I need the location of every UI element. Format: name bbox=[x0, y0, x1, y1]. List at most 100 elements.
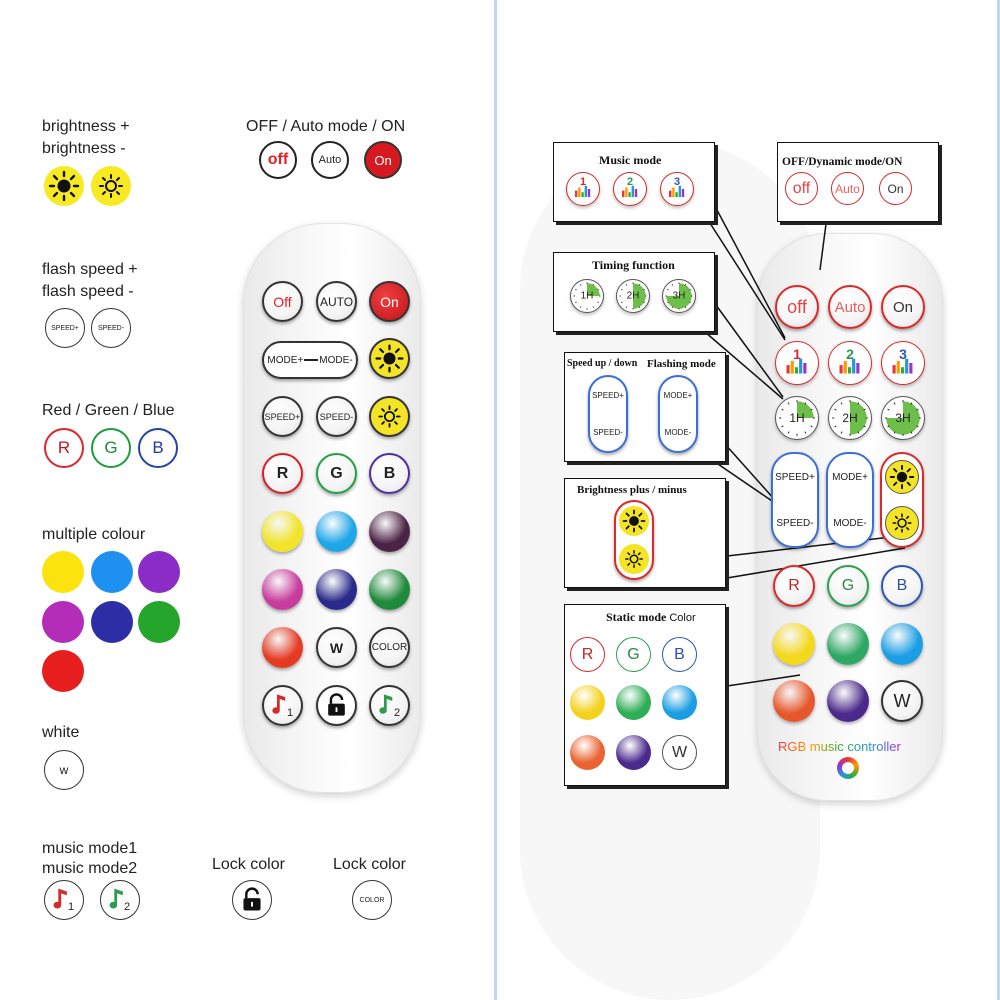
callout-on-label: On bbox=[887, 181, 904, 196]
color-button[interactable] bbox=[827, 623, 869, 665]
static-colour-swatch bbox=[570, 735, 605, 770]
left-divider bbox=[494, 0, 497, 1000]
equalizer-icon: 3 bbox=[660, 172, 694, 206]
music2-subscript: 2 bbox=[124, 901, 131, 913]
w-button-label: W bbox=[329, 639, 344, 656]
timer-icon[interactable]: 3H bbox=[881, 396, 925, 440]
w-button[interactable]: W bbox=[316, 627, 357, 668]
sun-icon[interactable] bbox=[369, 338, 410, 379]
color-button[interactable] bbox=[369, 511, 410, 552]
off-button[interactable]: Off bbox=[262, 281, 303, 322]
blue-button[interactable]: B bbox=[369, 453, 410, 494]
color-button[interactable] bbox=[773, 680, 815, 722]
remote-music2-subscript: 2 bbox=[394, 707, 401, 719]
color-key-label: COLOR bbox=[359, 896, 385, 904]
timer-icon[interactable]: 1H bbox=[775, 396, 819, 440]
blue-key-label: B bbox=[152, 438, 164, 457]
equalizer-icon: 2 bbox=[613, 172, 647, 206]
brightness-pill-button[interactable] bbox=[880, 452, 924, 548]
timer-label: 3H bbox=[895, 411, 911, 425]
color-button[interactable] bbox=[827, 680, 869, 722]
auto-button[interactable]: AUTO bbox=[316, 281, 357, 322]
speed-plus-button[interactable]: SPEED+ bbox=[262, 396, 303, 437]
sun-icon bbox=[885, 460, 919, 494]
speed-plus-key: SPEED+ bbox=[45, 308, 85, 348]
timer-label: 1H bbox=[580, 290, 594, 302]
speed-minus-label: SPEED- bbox=[97, 324, 125, 332]
static-blue-label: B bbox=[674, 645, 685, 663]
speed-pill-button[interactable]: SPEED+ SPEED- bbox=[771, 452, 819, 548]
w-button[interactable]: W bbox=[881, 680, 923, 722]
color-button[interactable] bbox=[881, 623, 923, 665]
speed-minus-button-label: SPEED- bbox=[319, 411, 354, 422]
green-button[interactable]: G bbox=[316, 453, 357, 494]
callout-auto-label: Auto bbox=[835, 181, 860, 196]
green-key-label: G bbox=[104, 438, 118, 457]
mode-plus-label: MODE+ bbox=[832, 471, 868, 483]
color-button[interactable] bbox=[369, 569, 410, 610]
speed-plus-label: SPEED+ bbox=[775, 471, 815, 483]
music-note-icon[interactable]: 2 bbox=[369, 685, 410, 726]
on-key: On bbox=[364, 141, 402, 179]
timer-icon: 2H bbox=[616, 279, 650, 313]
static-title-suffix: Color bbox=[669, 612, 696, 624]
color-button[interactable] bbox=[262, 569, 303, 610]
color-button[interactable] bbox=[262, 511, 303, 552]
static-colour-swatch bbox=[570, 685, 605, 720]
callout-mode-minus: MODE- bbox=[664, 428, 692, 437]
red-button[interactable]: R bbox=[773, 565, 815, 607]
timer-label: 3H bbox=[672, 290, 686, 302]
static-white-label: W bbox=[671, 743, 688, 761]
lock-icon bbox=[232, 880, 272, 920]
green-button[interactable]: G bbox=[827, 565, 869, 607]
timer-label: 2H bbox=[842, 411, 858, 425]
callout-mode-pill: MODE+ MODE- bbox=[658, 375, 698, 453]
equalizer-icon[interactable]: 1 bbox=[775, 341, 819, 385]
rgb-title: Red / Green / Blue bbox=[42, 402, 175, 419]
logo-icon bbox=[837, 757, 859, 779]
static-colour-swatch bbox=[616, 685, 651, 720]
colour-swatch bbox=[91, 551, 133, 593]
off-key-label: off bbox=[267, 151, 289, 168]
equalizer-icon[interactable]: 3 bbox=[881, 341, 925, 385]
off-key: off bbox=[259, 141, 297, 179]
mode-pill-button[interactable]: MODE+ MODE- bbox=[826, 452, 874, 548]
static-blue-key: B bbox=[662, 637, 697, 672]
color-button[interactable] bbox=[316, 511, 357, 552]
callout-speed-minus: SPEED- bbox=[593, 428, 623, 437]
static-colour-swatch bbox=[662, 685, 697, 720]
timer-label: 2H bbox=[626, 290, 640, 302]
music-mode-digit: 1 bbox=[579, 176, 587, 188]
colour-swatch bbox=[138, 551, 180, 593]
on-button-label: On bbox=[380, 293, 399, 310]
auto-button[interactable]: Auto bbox=[828, 285, 872, 329]
mode-pill-button[interactable]: MODE+ MODE- bbox=[262, 341, 358, 379]
color-button[interactable] bbox=[316, 569, 357, 610]
callout-power-title: OFF/Dynamic mode/ON bbox=[782, 156, 903, 168]
music-note-icon[interactable]: 1 bbox=[262, 685, 303, 726]
lock-icon[interactable] bbox=[316, 685, 357, 726]
sun-icon bbox=[619, 506, 649, 536]
mode-separator bbox=[304, 359, 319, 361]
brightness-up-label: brightness + bbox=[42, 118, 130, 135]
color-button[interactable] bbox=[773, 623, 815, 665]
sun-icon bbox=[619, 544, 649, 574]
on-button[interactable]: On bbox=[369, 281, 410, 322]
red-button-label: R bbox=[788, 577, 800, 594]
on-button[interactable]: On bbox=[881, 285, 925, 329]
off-button[interactable]: off bbox=[775, 285, 819, 329]
color-key: COLOR bbox=[352, 880, 392, 920]
timer-icon[interactable]: 2H bbox=[828, 396, 872, 440]
sun-icon[interactable] bbox=[369, 396, 410, 437]
red-button[interactable]: R bbox=[262, 453, 303, 494]
static-title-main: Static mode bbox=[606, 610, 667, 624]
color-button[interactable] bbox=[262, 627, 303, 668]
callout-on-key: On bbox=[879, 172, 912, 205]
speed-minus-button[interactable]: SPEED- bbox=[316, 396, 357, 437]
speed-title: Speed up / down bbox=[567, 358, 638, 369]
timer-icon: 1H bbox=[570, 279, 604, 313]
equalizer-icon[interactable]: 2 bbox=[828, 341, 872, 385]
blue-button[interactable]: B bbox=[881, 565, 923, 607]
color-button[interactable]: COLOR bbox=[369, 627, 410, 668]
color-title: Lock color bbox=[333, 856, 406, 873]
